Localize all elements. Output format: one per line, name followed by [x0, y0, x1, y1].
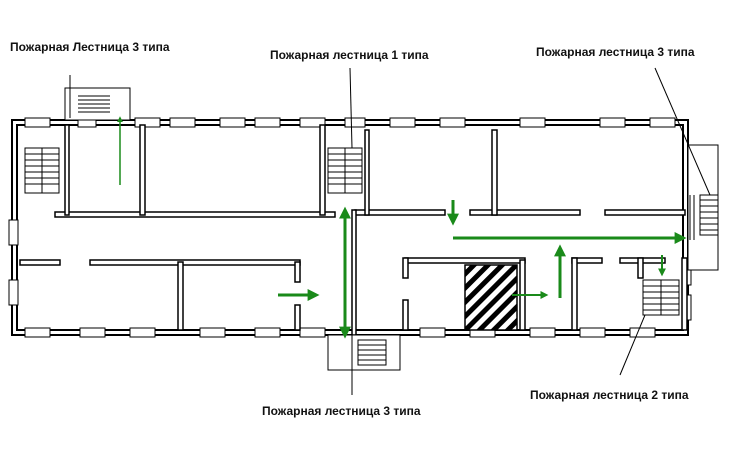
windows-bottom [24, 327, 656, 338]
internal-stair-center [327, 147, 363, 194]
evacuation-arrows [117, 116, 687, 339]
external-stair-top-left [64, 75, 131, 121]
label-top-right-stair: Пожарная лестница 3 типа [536, 45, 695, 59]
internal-stair-left [24, 147, 60, 194]
label-bottom-center-stair: Пожарная лестница 3 типа [262, 404, 421, 418]
internal-stair-right [642, 279, 680, 316]
interior-walls [19, 124, 688, 336]
label-top-left-stair: Пожарная Лестница 3 типа [10, 40, 170, 54]
hatched-shaft [464, 264, 518, 331]
label-top-center-stair: Пожарная лестница 1 типа [270, 48, 429, 62]
leader-lines [349, 67, 711, 376]
external-stair-right [687, 144, 719, 271]
label-bottom-right-stair: Пожарная лестница 2 типа [530, 388, 689, 402]
windows-top [24, 117, 676, 128]
external-stair-bottom [327, 334, 401, 395]
